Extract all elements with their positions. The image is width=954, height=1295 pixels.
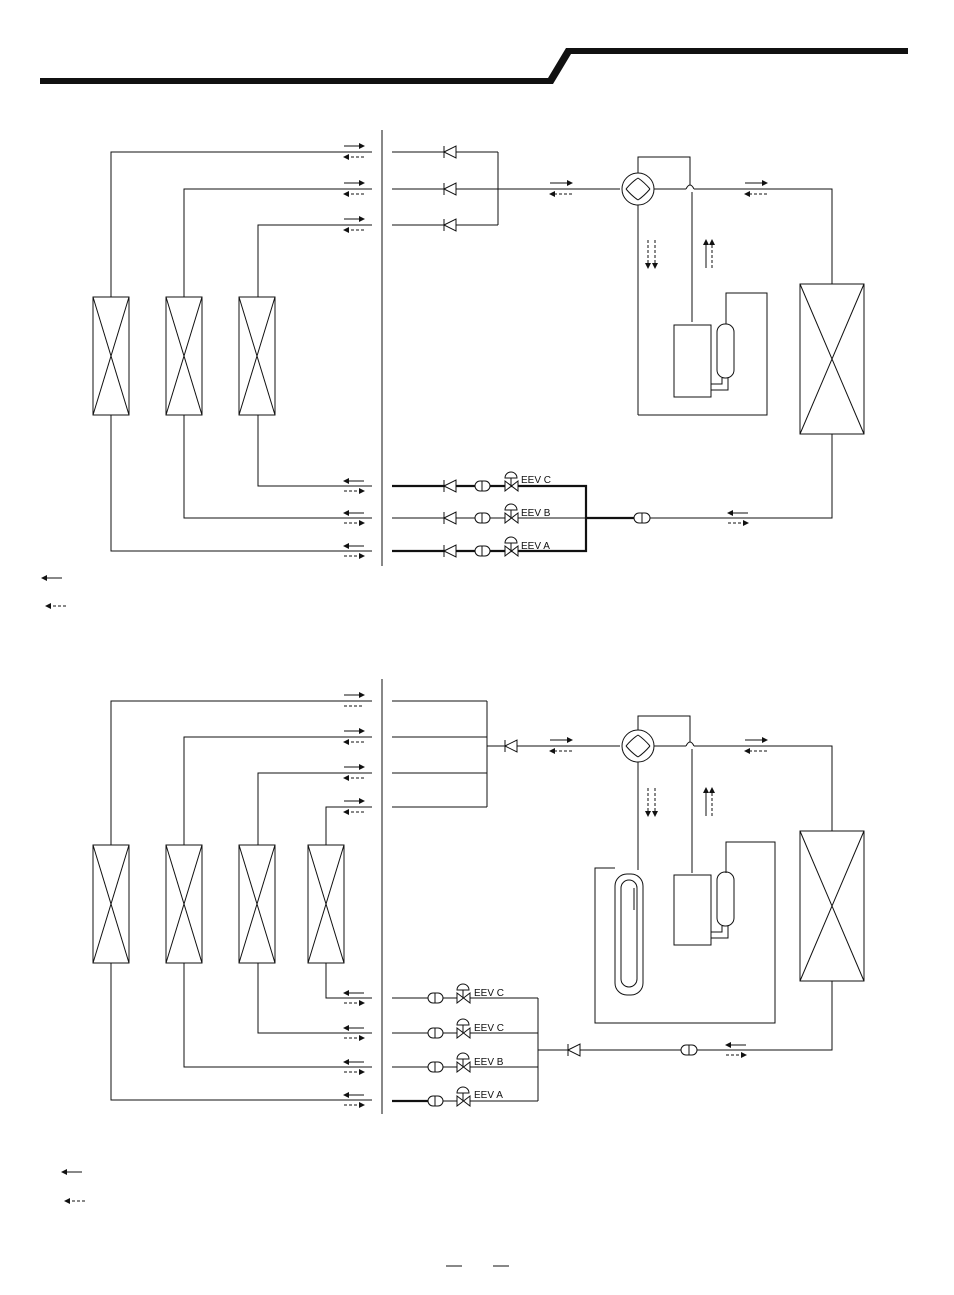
top-eev-a-label: EEV A bbox=[521, 541, 550, 552]
bottom-liquid-lines bbox=[392, 997, 539, 1103]
top-legend bbox=[41, 575, 66, 609]
bottom-compressor bbox=[673, 871, 735, 946]
top-gas-check-valves bbox=[392, 145, 620, 232]
top-outdoor-liquid-line bbox=[650, 434, 833, 519]
bottom-main-strainer bbox=[538, 1043, 698, 1057]
top-eev-c-label: EEV C bbox=[521, 475, 551, 486]
top-four-way-valve bbox=[621, 156, 833, 415]
bottom-flow-arrows-left bbox=[343, 692, 365, 1108]
bottom-indoor-piping bbox=[110, 700, 372, 1101]
bottom-eev-row-1 bbox=[427, 983, 471, 1005]
top-main-strainer bbox=[586, 512, 651, 524]
top-eev-b-label: EEV B bbox=[521, 508, 551, 519]
top-flow-arrows-left bbox=[343, 143, 365, 559]
bottom-indoor-coil-a bbox=[92, 844, 130, 964]
bottom-indoor-coil-b bbox=[165, 844, 203, 964]
bottom-flow-arrows-right bbox=[725, 1042, 747, 1058]
bottom-indoor-coil-d bbox=[307, 844, 345, 964]
top-flow-arrows-middle bbox=[549, 180, 768, 269]
bottom-accumulator bbox=[594, 762, 776, 1024]
bottom-eev-row-4 bbox=[427, 1086, 471, 1108]
top-outdoor-coil bbox=[799, 283, 865, 435]
bottom-legend bbox=[61, 1169, 85, 1204]
bottom-flow-arrows-middle bbox=[549, 737, 768, 817]
top-indoor-coil-c bbox=[238, 296, 276, 416]
top-indoor-piping bbox=[110, 151, 372, 552]
bottom-gas-header bbox=[392, 700, 620, 808]
bottom-outdoor-liquid-line bbox=[697, 981, 833, 1051]
top-diagram: EEV C EEV B EEV A bbox=[41, 130, 865, 609]
top-flow-arrows-right bbox=[727, 510, 749, 526]
bottom-eev-label-3: EEV B bbox=[474, 1057, 504, 1068]
bottom-eev-label-1: EEV C bbox=[474, 988, 504, 999]
top-eev-row-a bbox=[442, 536, 519, 558]
top-eev-row-b bbox=[442, 503, 519, 525]
bottom-eev-label-4: EEV A bbox=[474, 1090, 503, 1101]
top-indoor-coil-a bbox=[92, 296, 130, 416]
bottom-eev-label-2: EEV C bbox=[474, 1023, 504, 1034]
bottom-eev-row-2 bbox=[427, 1018, 471, 1040]
top-eev-row-c bbox=[442, 471, 519, 493]
top-indoor-coil-b bbox=[165, 296, 203, 416]
bottom-eev-row-3 bbox=[427, 1052, 471, 1074]
bottom-indoor-coil-c bbox=[238, 844, 276, 964]
header-banner bbox=[40, 48, 908, 84]
bottom-diagram: EEV C EEV C EEV B EEV A bbox=[61, 679, 865, 1204]
top-compressor bbox=[638, 292, 768, 416]
bottom-outdoor-coil bbox=[799, 830, 865, 982]
